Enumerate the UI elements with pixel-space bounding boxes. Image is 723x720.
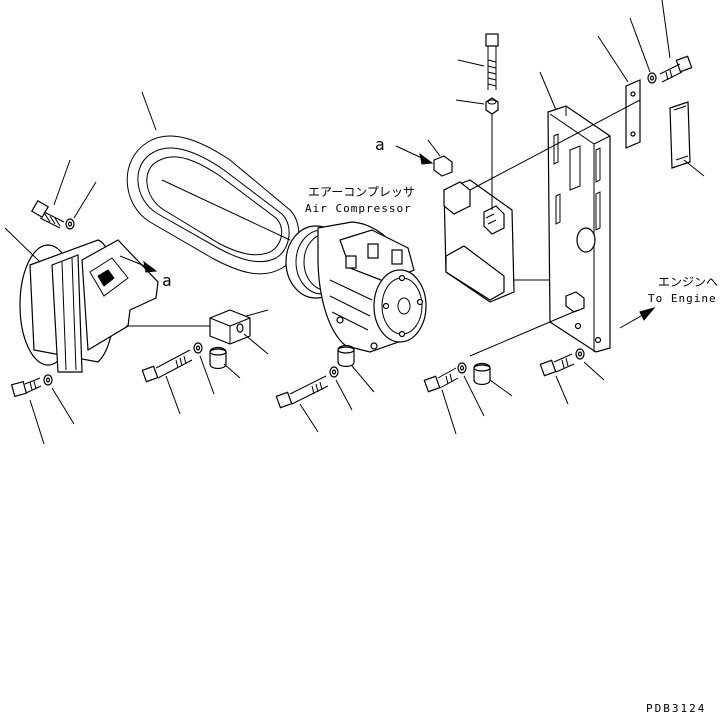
washer-bottom-far-right — [575, 348, 605, 381]
to-engine-label-jp: エンジンへ — [658, 275, 718, 289]
mounting-bracket — [443, 179, 515, 303]
shim-plate-1 — [597, 35, 641, 149]
compressor-label-en: Air Compressor — [305, 202, 412, 215]
pulley-cover — [4, 227, 159, 373]
compressor-label: エアーコンプレッサ Air Compressor — [305, 185, 415, 215]
bolt-bottom-right — [539, 353, 575, 405]
reference-arrow-a-left: a — [119, 255, 172, 290]
compressor-label-jp: エアーコンプレッサ — [308, 185, 415, 199]
long-bolt-left — [141, 349, 193, 415]
washer-bottom-left — [43, 374, 75, 425]
washer-bottom-right — [457, 362, 485, 417]
stud-bolt-top — [457, 33, 499, 210]
to-engine-label-en: To Engine — [648, 292, 717, 305]
air-compressor — [285, 221, 427, 353]
reference-arrow-a-top: a — [375, 135, 434, 165]
drawing-number: PDB3124 — [646, 702, 706, 715]
bolt-bottom-left — [10, 377, 45, 445]
collar-middle — [337, 344, 375, 393]
washer-top-right — [629, 17, 657, 84]
nut-top — [455, 97, 499, 115]
bolt-top-right — [659, 0, 693, 83]
ref-label-a-left: a — [162, 271, 172, 290]
ref-label-a-top: a — [375, 135, 385, 154]
bolt-top-left — [30, 159, 71, 229]
spacer-block — [209, 309, 269, 355]
spacer-block-top — [427, 139, 453, 177]
washer-top-left — [65, 181, 97, 230]
bolt-bottom-center — [423, 367, 459, 435]
engine-mounting-plate — [539, 71, 611, 353]
washer-middle — [329, 366, 353, 411]
to-engine-indicator: エンジンへ To Engine — [619, 275, 718, 329]
washer-middle-left — [193, 342, 215, 395]
collar-middle-left — [209, 346, 241, 379]
drive-belt — [126, 91, 300, 275]
collar-bottom-right — [473, 362, 513, 397]
shim-plate-2 — [669, 101, 705, 177]
long-bolt-middle — [275, 375, 329, 433]
